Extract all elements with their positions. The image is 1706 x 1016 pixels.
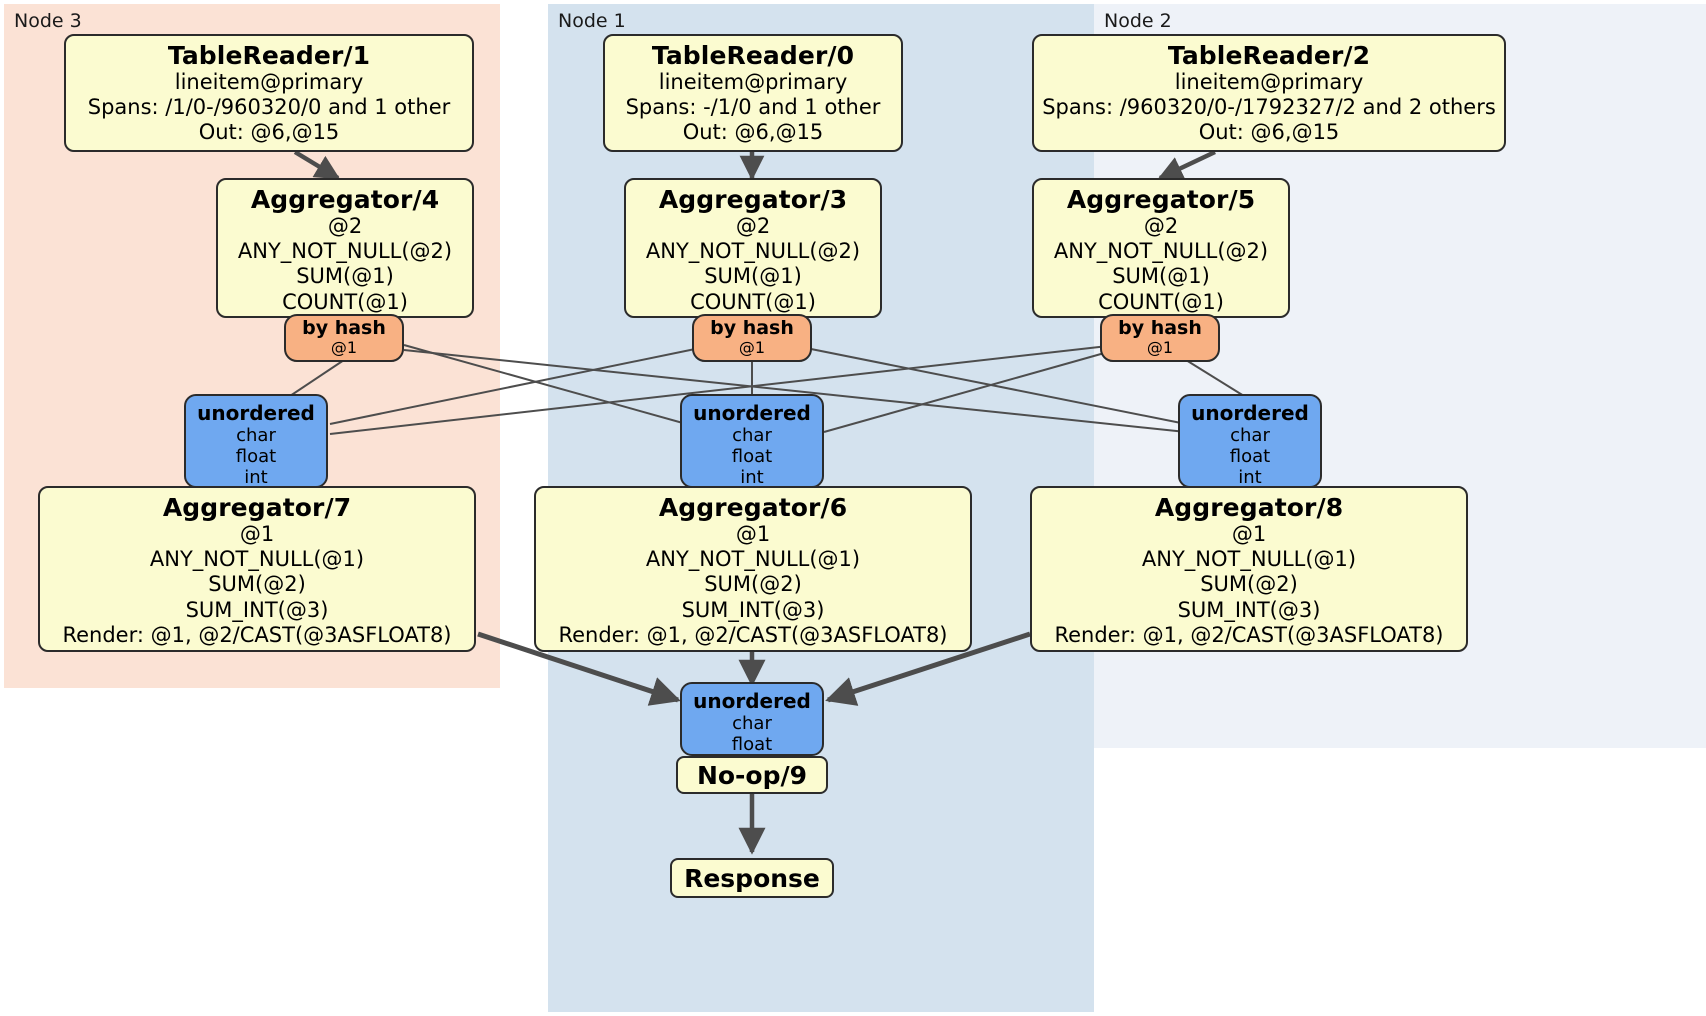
processor-line: SUM(@2) bbox=[704, 572, 802, 597]
synchronizer-unordered-8[interactable]: unordered char float int bbox=[1178, 394, 1322, 488]
processor-title: TableReader/1 bbox=[167, 41, 371, 70]
processor-line: Out: @6,@15 bbox=[198, 120, 340, 145]
synchronizer-unordered-9[interactable]: unordered char float bbox=[680, 682, 824, 756]
processor-aggregator-7[interactable]: Aggregator/7 @1 ANY_NOT_NULL(@1) SUM(@2)… bbox=[38, 486, 476, 652]
synchronizer-type: int bbox=[740, 467, 764, 489]
processor-line: Out: @6,@15 bbox=[1198, 120, 1340, 145]
processor-line: @2 bbox=[735, 214, 771, 238]
synchronizer-type: int bbox=[244, 467, 268, 489]
processor-line: ANY_NOT_NULL(@2) bbox=[1053, 239, 1269, 264]
processor-line: SUM_INT(@3) bbox=[1177, 597, 1321, 622]
processor-table-reader-2[interactable]: TableReader/2 lineitem@primary Spans: /9… bbox=[1032, 34, 1506, 152]
processor-title: Aggregator/3 bbox=[658, 185, 848, 214]
router-by-hash-5[interactable]: by hash @1 bbox=[1100, 314, 1220, 362]
processor-line: @1 bbox=[239, 522, 275, 546]
processor-aggregator-4[interactable]: Aggregator/4 @2 ANY_NOT_NULL(@2) SUM(@1)… bbox=[216, 178, 474, 318]
synchronizer-title: unordered bbox=[693, 689, 811, 713]
processor-line: @2 bbox=[327, 214, 363, 238]
processor-line: COUNT(@1) bbox=[282, 289, 408, 314]
processor-line: ANY_NOT_NULL(@2) bbox=[645, 239, 861, 264]
processor-title: TableReader/0 bbox=[651, 41, 855, 70]
processor-line: ANY_NOT_NULL(@1) bbox=[149, 547, 365, 572]
processor-render-line: Render: @1, @2/CAST(@3ASFLOAT8) bbox=[1054, 622, 1444, 647]
processor-aggregator-6[interactable]: Aggregator/6 @1 ANY_NOT_NULL(@1) SUM(@2)… bbox=[534, 486, 972, 652]
synchronizer-type: char bbox=[1230, 425, 1270, 446]
panel-node-1-label: Node 1 bbox=[558, 10, 626, 32]
processor-title: Aggregator/6 bbox=[658, 493, 848, 522]
processor-line: Spans: -/1/0 and 1 other bbox=[625, 95, 881, 120]
synchronizer-type: int bbox=[1238, 467, 1262, 489]
processor-line: SUM(@1) bbox=[1112, 264, 1210, 289]
synchronizer-type: float bbox=[1229, 446, 1271, 468]
processor-line: Spans: /960320/0-/1792327/2 and 2 others bbox=[1042, 95, 1496, 120]
router-title: by hash bbox=[1118, 317, 1202, 340]
processor-title: Aggregator/8 bbox=[1154, 493, 1344, 522]
processor-table-reader-0[interactable]: TableReader/0 lineitem@primary Spans: -/… bbox=[603, 34, 903, 152]
processor-line: SUM_INT(@3) bbox=[681, 597, 825, 622]
processor-line: ANY_NOT_NULL(@2) bbox=[237, 239, 453, 264]
processor-line: ANY_NOT_NULL(@1) bbox=[1141, 547, 1357, 572]
processor-line: SUM_INT(@3) bbox=[185, 597, 329, 622]
processor-line: @1 bbox=[735, 522, 771, 546]
processor-aggregator-8[interactable]: Aggregator/8 @1 ANY_NOT_NULL(@1) SUM(@2)… bbox=[1030, 486, 1468, 652]
synchronizer-title: unordered bbox=[1191, 401, 1309, 425]
processor-line: @1 bbox=[1231, 522, 1267, 546]
synchronizer-type: char bbox=[236, 425, 276, 446]
processor-line: ANY_NOT_NULL(@1) bbox=[645, 547, 861, 572]
router-label: @1 bbox=[1146, 338, 1174, 358]
processor-title: Aggregator/7 bbox=[162, 493, 352, 522]
processor-line: SUM(@1) bbox=[704, 264, 802, 289]
processor-line: lineitem@primary bbox=[174, 70, 364, 94]
processor-render-line: Render: @1, @2/CAST(@3ASFLOAT8) bbox=[62, 622, 452, 647]
processor-line: SUM(@2) bbox=[208, 572, 306, 597]
processor-line: Out: @6,@15 bbox=[682, 120, 824, 145]
processor-aggregator-5[interactable]: Aggregator/5 @2 ANY_NOT_NULL(@2) SUM(@1)… bbox=[1032, 178, 1290, 318]
router-by-hash-4[interactable]: by hash @1 bbox=[284, 314, 404, 362]
router-label: @1 bbox=[738, 338, 766, 358]
synchronizer-unordered-6[interactable]: unordered char float int bbox=[680, 394, 824, 488]
processor-line: lineitem@primary bbox=[1174, 70, 1364, 94]
router-by-hash-3[interactable]: by hash @1 bbox=[692, 314, 812, 362]
processor-line: SUM(@1) bbox=[296, 264, 394, 289]
panel-node-3-label: Node 3 bbox=[14, 10, 82, 32]
processor-no-op-9[interactable]: No-op/9 bbox=[676, 756, 828, 794]
processor-title: Aggregator/5 bbox=[1066, 185, 1256, 214]
processor-line: COUNT(@1) bbox=[690, 289, 816, 314]
processor-line: COUNT(@1) bbox=[1098, 289, 1224, 314]
processor-line: SUM(@2) bbox=[1200, 572, 1298, 597]
processor-response[interactable]: Response bbox=[670, 858, 834, 898]
processor-aggregator-3[interactable]: Aggregator/3 @2 ANY_NOT_NULL(@2) SUM(@1)… bbox=[624, 178, 882, 318]
processor-line: Spans: /1/0-/960320/0 and 1 other bbox=[87, 95, 451, 120]
synchronizer-type: char bbox=[732, 713, 772, 734]
router-label: @1 bbox=[330, 338, 358, 358]
synchronizer-type: float bbox=[235, 446, 277, 468]
synchronizer-type: char bbox=[732, 425, 772, 446]
synchronizer-title: unordered bbox=[197, 401, 315, 425]
router-title: by hash bbox=[710, 317, 794, 340]
processor-line: @2 bbox=[1143, 214, 1179, 238]
router-title: by hash bbox=[302, 317, 386, 340]
processor-line: lineitem@primary bbox=[658, 70, 848, 94]
synchronizer-type: float bbox=[731, 734, 773, 756]
processor-render-line: Render: @1, @2/CAST(@3ASFLOAT8) bbox=[558, 622, 948, 647]
processor-table-reader-1[interactable]: TableReader/1 lineitem@primary Spans: /1… bbox=[64, 34, 474, 152]
processor-title: TableReader/2 bbox=[1167, 41, 1371, 70]
synchronizer-type: float bbox=[731, 446, 773, 468]
panel-node-2-label: Node 2 bbox=[1104, 10, 1172, 32]
processor-title: Aggregator/4 bbox=[250, 185, 440, 214]
synchronizer-title: unordered bbox=[693, 401, 811, 425]
synchronizer-unordered-7[interactable]: unordered char float int bbox=[184, 394, 328, 488]
